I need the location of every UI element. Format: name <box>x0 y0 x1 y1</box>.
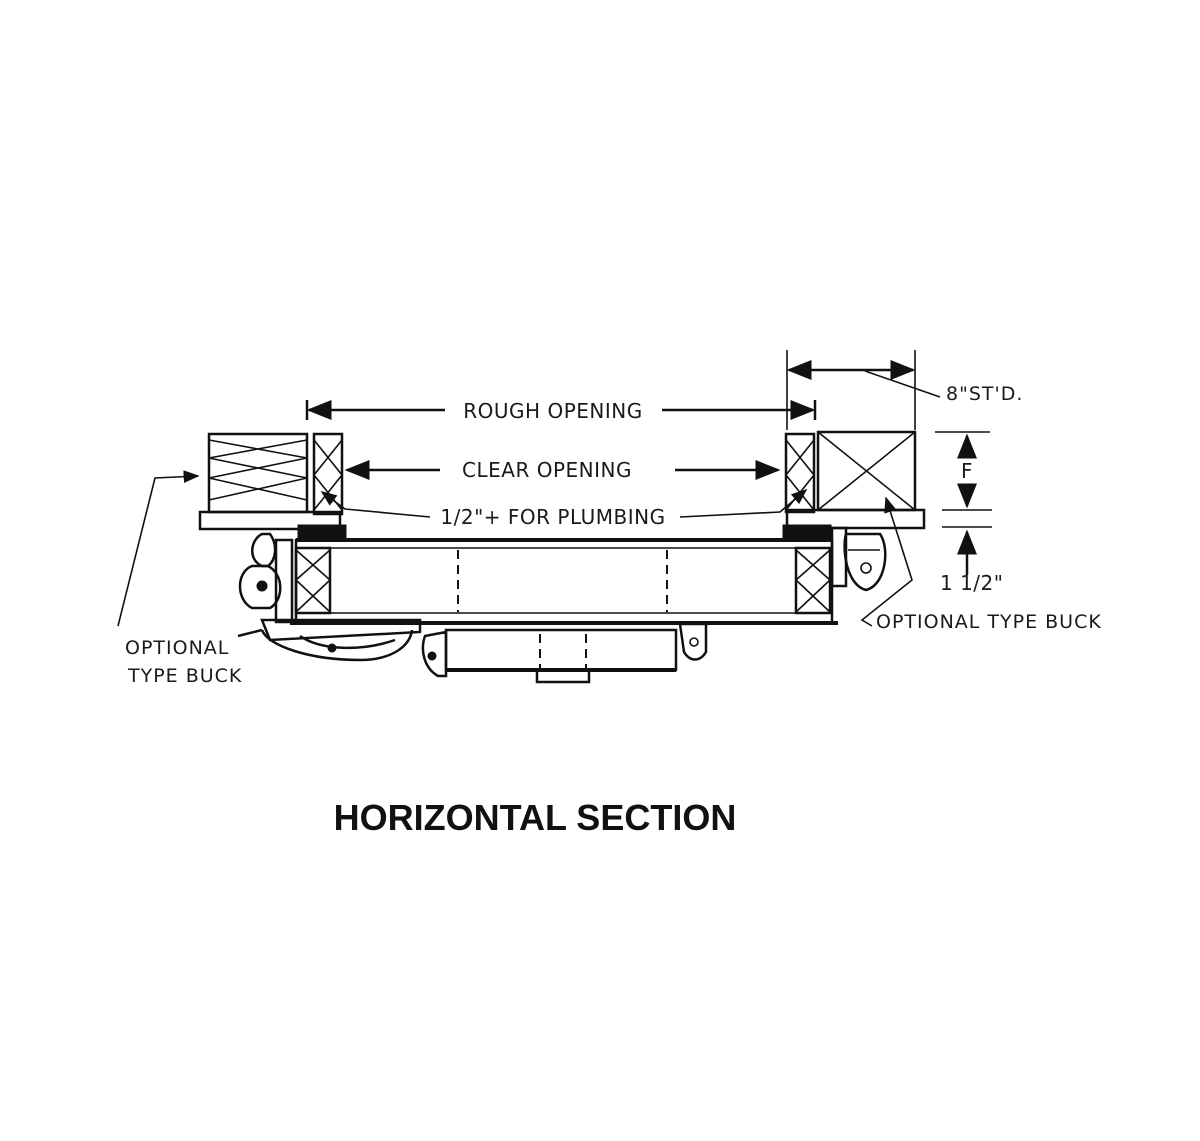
clear-opening-label: CLEAR OPENING <box>462 458 632 482</box>
one-half-label: 1 1/2" <box>940 571 1003 595</box>
optional-left-label-line1: OPTIONAL <box>125 637 229 659</box>
optional-buck-right-callout: OPTIONAL TYPE BUCK <box>860 496 1102 633</box>
std-label: 8"ST'D. <box>946 383 1023 405</box>
left-buck <box>198 432 347 542</box>
door-panel <box>290 538 838 625</box>
optional-buck-left-callout: OPTIONAL TYPE BUCK <box>117 470 242 687</box>
rough-opening-dimension: ROUGH OPENING <box>305 399 817 423</box>
plumbing-label: 1/2"+ FOR PLUMBING <box>440 505 665 529</box>
left-hinge <box>238 532 422 642</box>
right-hinge <box>830 526 887 592</box>
optional-left-label-line2: TYPE BUCK <box>127 665 242 687</box>
drawing-title: HORIZONTAL SECTION <box>334 797 737 838</box>
f-dimension: F 1 1/2" <box>935 431 1003 595</box>
closer-arm <box>237 628 414 662</box>
operator-box <box>421 622 708 684</box>
std-dimension: 8"ST'D. <box>786 350 1023 430</box>
plumbing-callout: 1/2"+ FOR PLUMBING <box>320 488 808 529</box>
clear-opening-dimension: CLEAR OPENING <box>344 458 781 482</box>
f-label: F <box>961 459 973 483</box>
rough-opening-label: ROUGH OPENING <box>463 399 642 423</box>
right-buck <box>782 430 926 542</box>
optional-right-label: OPTIONAL TYPE BUCK <box>876 611 1102 633</box>
